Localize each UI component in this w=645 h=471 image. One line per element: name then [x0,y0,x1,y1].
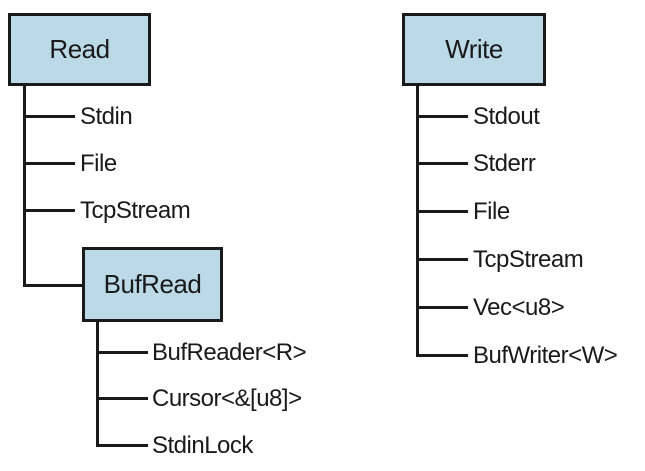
bufread-trait-label: BufRead [103,269,202,299]
write-impl-file: File [473,198,510,225]
read-branch-stdin [23,115,75,118]
write-branch-tcpstream [416,258,468,261]
write-branch-bufwriter [416,354,468,357]
write-trait-box: Write [402,13,546,86]
read-impl-file: File [80,150,117,177]
read-trunk-line [23,86,26,286]
write-trait-label: Write [445,34,503,64]
bufread-impl-stdinlock: StdinLock [152,432,253,459]
bufread-branch-stdinlock [96,444,148,447]
write-impl-stderr: Stderr [473,150,536,177]
read-impl-stdin: Stdin [80,103,133,130]
bufread-trunk-line [96,322,99,446]
read-branch-tcpstream [23,209,75,212]
bufread-branch-cursor [96,397,148,400]
bufread-impl-cursor: Cursor<&[u8]> [152,385,302,412]
read-branch-file [23,162,75,165]
write-branch-file [416,210,468,213]
write-impl-vec: Vec<u8> [473,294,565,321]
write-trunk-line [416,86,419,357]
write-impl-bufwriter: BufWriter<W> [473,342,618,369]
read-branch-bufread [23,284,84,287]
write-branch-stderr [416,162,468,165]
write-impl-stdout: Stdout [473,103,540,130]
bufread-trait-box: BufRead [82,247,223,322]
bufread-branch-bufreader [96,351,148,354]
write-impl-tcpstream: TcpStream [473,246,584,273]
read-trait-label: Read [49,34,110,64]
bufread-impl-bufreader: BufReader<R> [152,339,307,366]
write-branch-stdout [416,115,468,118]
read-trait-box: Read [8,13,151,86]
read-impl-tcpstream: TcpStream [80,197,191,224]
write-branch-vec [416,306,468,309]
